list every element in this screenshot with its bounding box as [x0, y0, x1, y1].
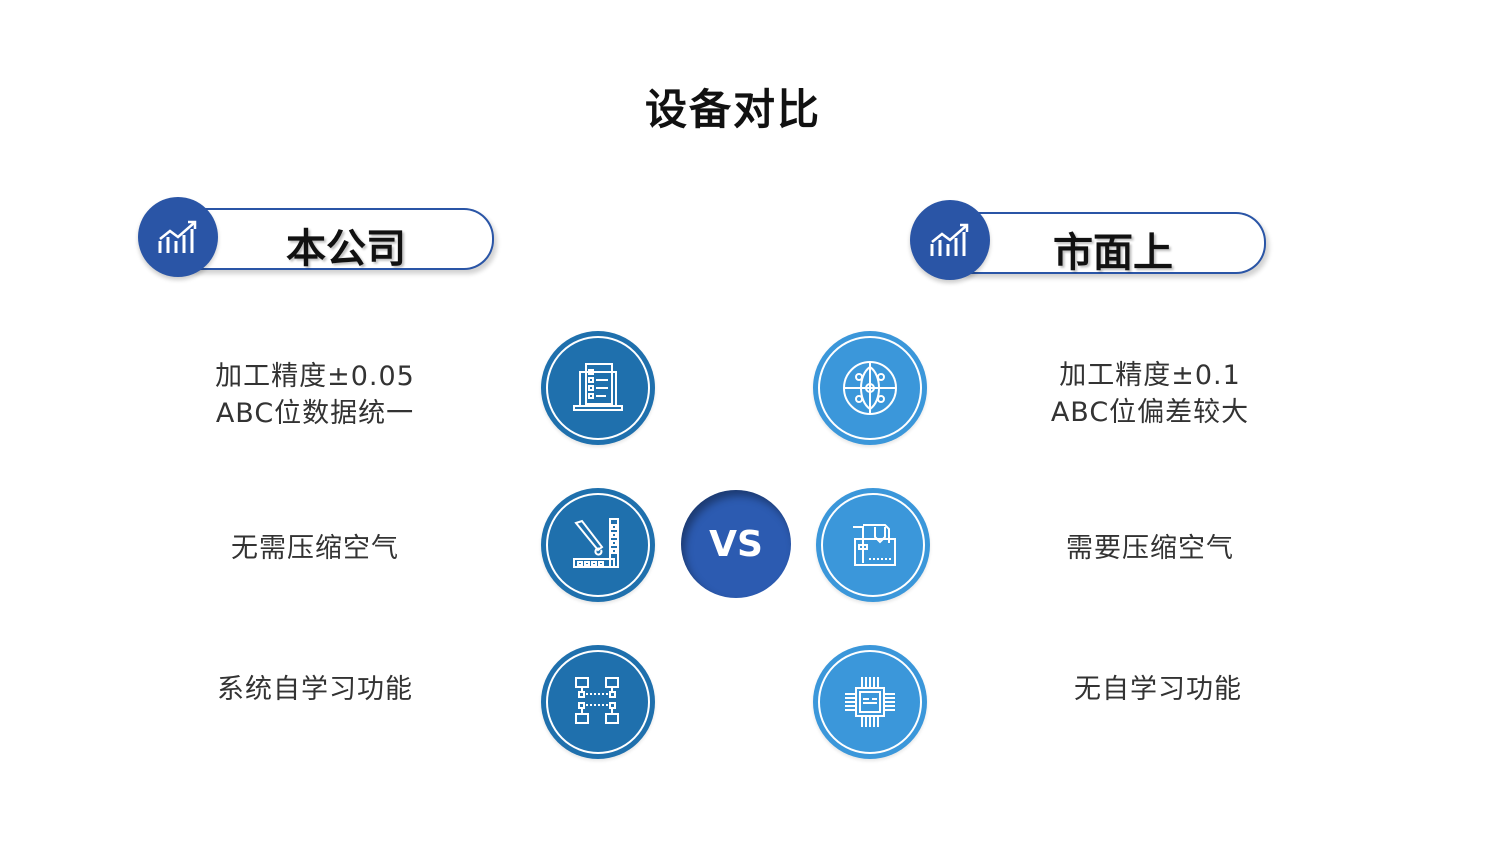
left-icon-circle-1 — [541, 331, 655, 445]
left-item-3-text: 系统自学习功能 — [217, 674, 413, 705]
right-item-2-text: 需要压缩空气 — [1066, 533, 1234, 564]
left-item-1-text: 加工精度±0.05 ABC位数据统一 — [165, 358, 465, 432]
left-header-pill: 本公司 — [190, 208, 494, 272]
right-icon-circle-2 — [816, 488, 930, 602]
vs-badge: VS — [681, 490, 791, 598]
document-laptop-icon — [573, 363, 623, 411]
right-item-3-text: 无自学习功能 — [1074, 674, 1242, 705]
right-header-badge — [910, 200, 990, 280]
left-item-1-line1: 加工精度±0.05 — [215, 361, 415, 392]
right-icon-circle-3 — [813, 645, 927, 759]
growth-chart-icon — [930, 223, 969, 256]
left-icon-circle-2 — [541, 488, 655, 602]
left-header-badge — [138, 197, 218, 277]
page-title: 设备对比 — [644, 85, 821, 134]
left-item-2-text: 无需压缩空气 — [231, 533, 399, 564]
right-item-1-text: 加工精度±0.1 ABC位偏差较大 — [1000, 357, 1300, 431]
network-icon — [575, 677, 619, 724]
right-icon-circle-1 — [813, 331, 927, 445]
globe-network-icon — [843, 361, 897, 415]
left-header-label: 本公司 — [286, 226, 406, 272]
wallet-icon — [853, 524, 896, 566]
growth-chart-icon — [158, 220, 197, 253]
chip-icon — [845, 677, 895, 727]
right-header-label: 市面上 — [1053, 230, 1173, 276]
left-item-1-line2: ABC位数据统一 — [215, 398, 415, 429]
pipette-ruler-icon — [573, 518, 619, 568]
right-item-1-line2: ABC位偏差较大 — [1050, 397, 1250, 428]
left-icon-circle-3 — [541, 645, 655, 759]
right-item-1-line1: 加工精度±0.1 — [1059, 360, 1241, 391]
right-header-pill: 市面上 — [962, 212, 1266, 276]
